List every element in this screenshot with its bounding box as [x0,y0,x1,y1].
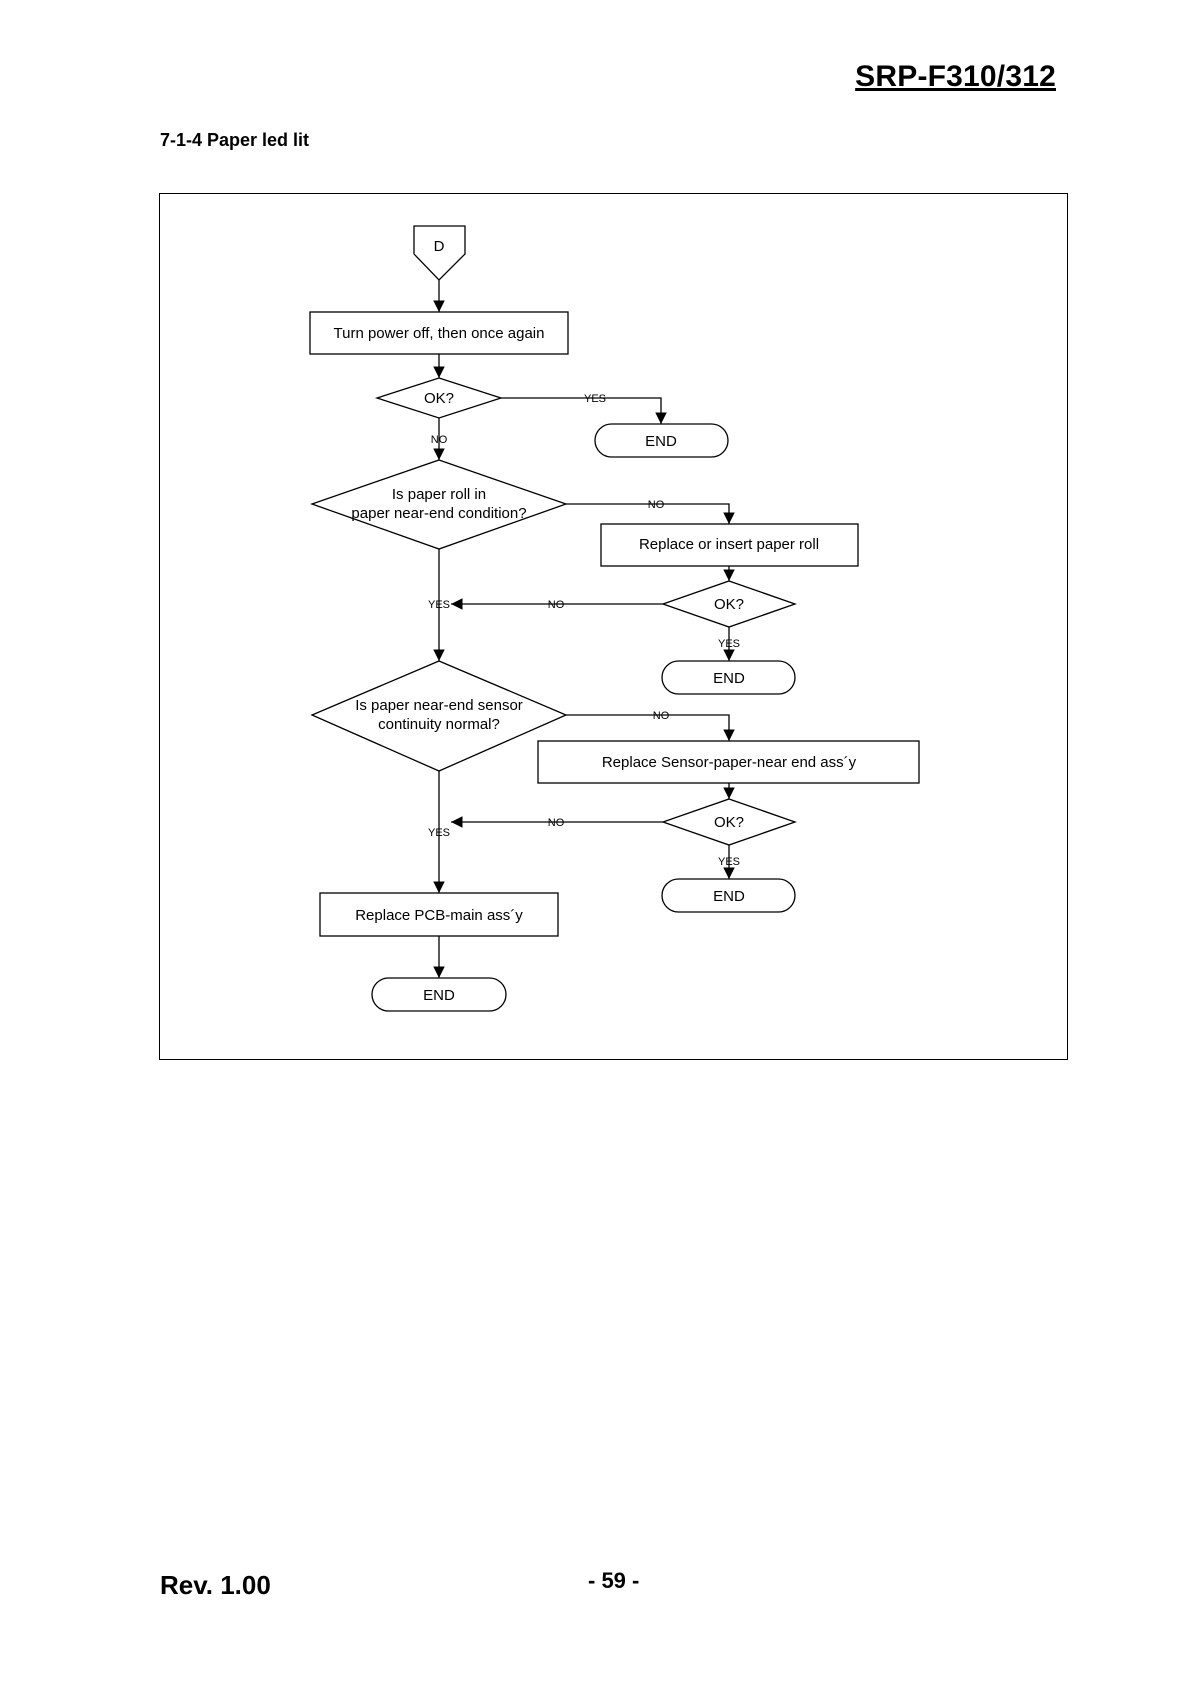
connector-d-label: D [434,238,445,255]
flowchart-frame [159,193,1068,1060]
power-step-label: Turn power off, then once again [334,325,545,342]
sensor-no-label: NO [653,710,670,722]
replace-sensor-box [537,740,920,784]
sensor-question-line1: Is paper near-end sensor [355,697,523,714]
ok2-diamond [661,580,797,628]
page-number: - 59 - [588,1568,640,1593]
end1-terminator [594,423,729,458]
replace-pcb-label: Replace PCB-main ass´y [355,907,523,924]
ok2-yes-label: YES [718,638,740,650]
ok2-label: OK? [714,596,744,613]
end4-label: END [423,987,455,1004]
sensor-question-line2: continuity normal? [378,716,500,733]
ok1-label: OK? [424,390,454,407]
revision-label: Rev. 1.00 [160,1570,271,1600]
ok1-diamond [374,377,504,419]
replace-pcb-box [319,892,559,937]
ok1-no-label: NO [431,434,448,446]
arrow-ok1-yes-to-end1 [501,397,667,424]
connector-d-shape [413,225,466,281]
power-step-box [309,311,569,355]
end2-terminator [661,660,796,695]
near-end-no-label: NO [648,499,665,511]
end2-label: END [713,670,745,687]
end3-terminator [661,878,796,913]
ok3-no-label: NO [548,817,565,829]
arrow-q2-no-to-replace-sensor [566,714,735,741]
ok3-label: OK? [714,814,744,831]
sensor-question-diamond [310,660,568,772]
sensor-yes-label: YES [428,827,450,839]
replace-sensor-label: Replace Sensor-paper-near end ass´y [602,754,857,771]
document-model-title: SRP-F310/312 [855,60,1056,93]
near-end-question-line2: paper near-end condition? [351,505,526,522]
ok2-no-label: NO [548,599,565,611]
ok3-diamond [661,798,797,846]
end1-label: END [645,433,677,450]
end3-label: END [713,888,745,905]
near-end-question-diamond [310,459,568,550]
arrow-q1-no-to-replace-roll [566,503,735,524]
replace-roll-box [600,523,859,567]
replace-roll-label: Replace or insert paper roll [639,536,819,553]
ok3-yes-label: YES [718,856,740,868]
end4-terminator [371,977,507,1012]
near-end-question-line1: Is paper roll in [392,486,486,503]
ok1-yes-label: YES [584,393,606,405]
section-title: 7-1-4 Paper led lit [160,130,310,150]
near-end-yes-label: YES [428,599,450,611]
